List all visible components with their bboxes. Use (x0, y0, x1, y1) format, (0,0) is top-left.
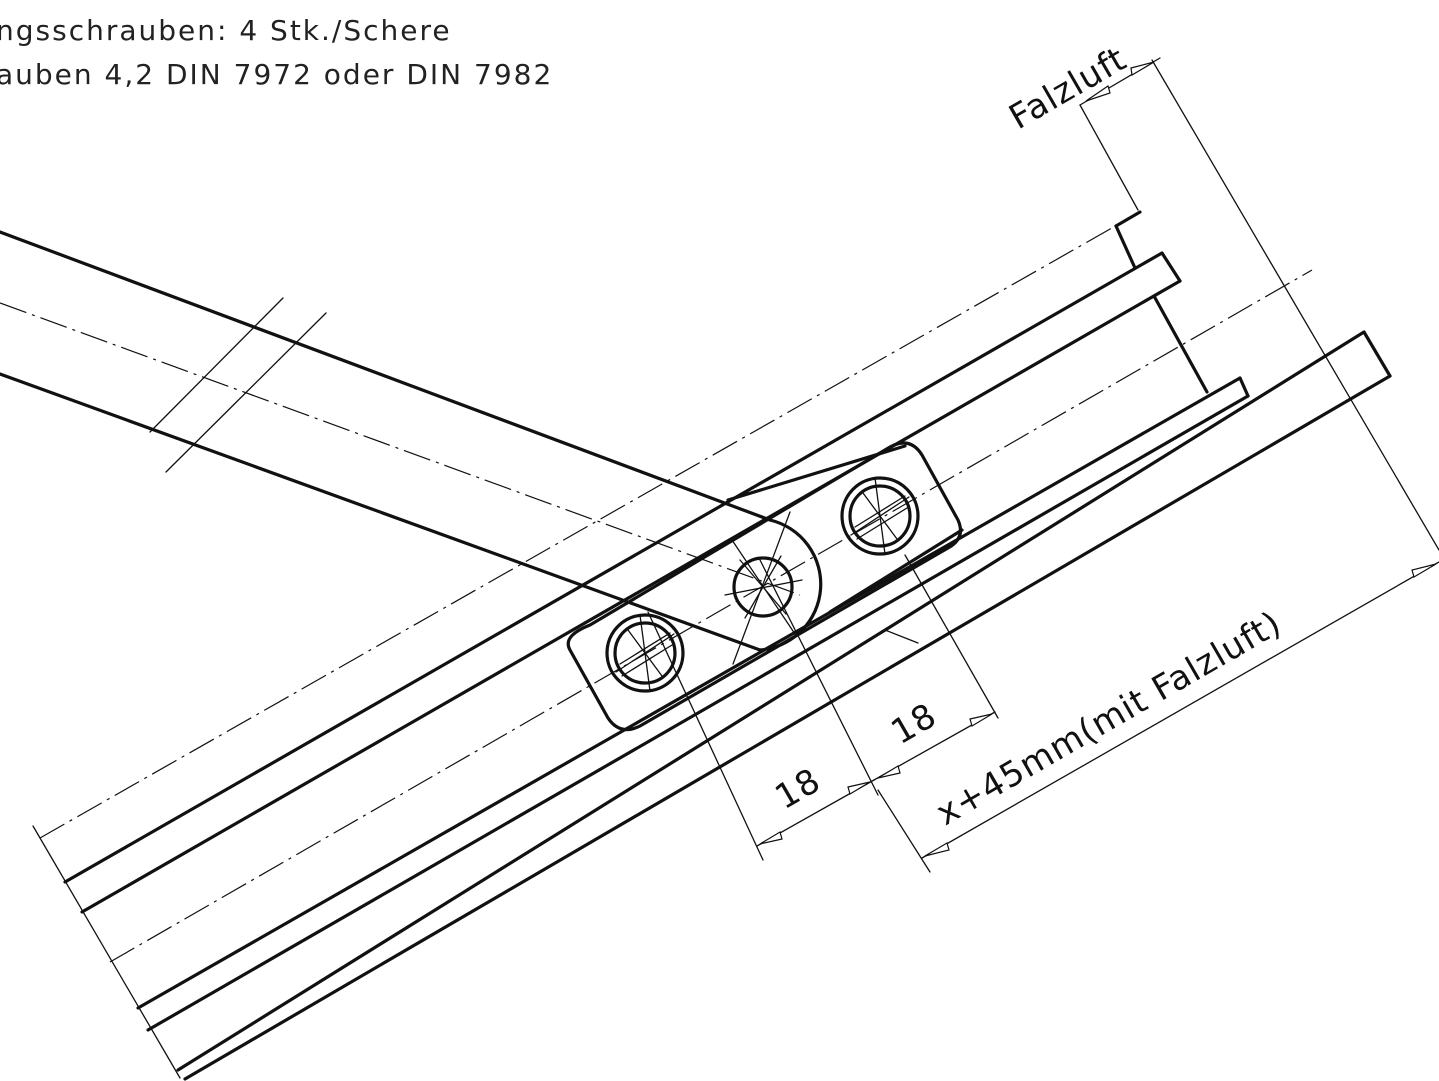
arm-top-edge (0, 230, 772, 522)
base-plate (566, 441, 964, 732)
rail-b-end (1238, 376, 1250, 398)
pivot-circle (732, 556, 794, 618)
left-witness-line (32, 825, 181, 1079)
overall-arrow-right (1411, 563, 1437, 578)
falzluft-arrow-left (1085, 85, 1111, 102)
rail-c-end (1362, 330, 1392, 378)
falzluft-arrow-right (1130, 61, 1155, 76)
arm-centerline (0, 302, 801, 596)
scissor-arm (0, 230, 823, 652)
rail-a-bottom (80, 279, 1182, 914)
screw-right-inner (848, 484, 912, 548)
note-screw-spec: auben 4,2 DIN 7972 oder DIN 7982 (0, 58, 553, 91)
screw-left-outer (605, 613, 685, 693)
dim-overall: x+45mm(mit Falzluft) (877, 561, 1439, 873)
screw-left-inner (613, 621, 677, 685)
pivot-pin (724, 511, 803, 665)
overall-ext-left (877, 789, 931, 873)
screw-right (840, 476, 920, 556)
screw-left (605, 613, 685, 693)
frame-profiles (32, 210, 1392, 1081)
rail-c-bottom (183, 374, 1392, 1081)
rail-a-end (1160, 251, 1182, 283)
ext-line-right-screw (904, 554, 999, 719)
plate-inner-bottom (828, 528, 964, 614)
overall-arrow-left (924, 842, 950, 857)
dim-label-right-18: 18 (885, 696, 944, 753)
screw-right-outer (840, 476, 920, 556)
falzluft-label: Falzluft (1003, 39, 1134, 138)
plate-outline (566, 441, 962, 732)
ext-line-pivot (759, 559, 879, 796)
stop-left (1114, 224, 1137, 270)
falzluft-ext-right (1151, 59, 1439, 551)
frame-centerline-2 (109, 269, 1313, 963)
rail-step-vertical (1152, 294, 1209, 394)
rail-a-top (63, 251, 1164, 884)
rail-b-top (136, 376, 1242, 1010)
falzluft-ext-left (1079, 104, 1139, 211)
frame-centerline-1 (39, 211, 1141, 839)
arm-bottom-edge (0, 372, 762, 652)
plate-inner-top (726, 444, 907, 502)
overall-dim-line (921, 561, 1439, 859)
arm-break-line-1 (149, 297, 284, 433)
dim-label-left-18: 18 (769, 761, 828, 818)
rail-c-top (176, 330, 1366, 1072)
note-screws-count: ngsschrauben: 4 Stk./Schere (0, 14, 452, 47)
rail-b-bottom (146, 394, 1250, 1032)
ext-line-left-screw (647, 611, 764, 861)
